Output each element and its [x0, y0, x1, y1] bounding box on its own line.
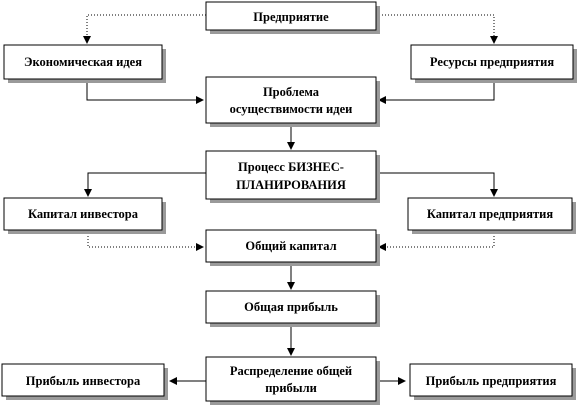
node-total-profit-label: Общая прибыль — [244, 300, 338, 314]
node-economic-idea: Экономическая идея — [3, 44, 166, 83]
node-enterprise: Предприятие — [205, 1, 380, 34]
connector-economic-idea-to-feasibility — [86, 79, 204, 104]
connector-enterprise-capital-to-total — [378, 230, 495, 251]
node-profit-distribution: Распределение общей прибыли — [205, 356, 380, 405]
node-profit-distribution-label-line-1: Распределение общей — [230, 364, 352, 378]
connector-planning-to-investor-capital — [84, 172, 206, 197]
node-profit-distribution-label-line-2: прибыли — [265, 381, 317, 395]
node-investor-capital-label: Капитал инвестора — [28, 207, 139, 221]
connector-resources-to-feasibility — [378, 79, 495, 104]
node-enterprise-profit-label: Прибыль предприятия — [426, 374, 557, 388]
node-enterprise-capital: Капитал предприятия — [407, 197, 576, 234]
connector-enterprise-to-resources — [376, 14, 498, 44]
node-investor-capital: Капитал инвестора — [3, 197, 166, 234]
node-enterprise-capital-label: Капитал предприятия — [427, 207, 554, 221]
node-enterprise-profit: Прибыль предприятия — [409, 363, 576, 400]
node-business-planning-label-line-1: Процесс БИЗНЕС- — [238, 160, 344, 174]
node-business-planning-label-line-2: ПЛАНИРОВАНИЯ — [236, 178, 346, 192]
node-feasibility-problem: Проблема осуществимости идеи — [205, 76, 380, 127]
node-total-capital-label: Общий капитал — [245, 239, 336, 253]
node-investor-profit: Прибыль инвестора — [1, 363, 168, 400]
node-feasibility-problem-label-line-1: Проблема — [263, 85, 320, 99]
node-total-profit: Общая прибыль — [205, 290, 380, 327]
node-economic-idea-label: Экономическая идея — [24, 55, 142, 69]
connector-enterprise-to-economic-idea — [83, 14, 206, 44]
node-enterprise-label: Предприятие — [253, 10, 329, 24]
node-enterprise-resources: Ресурсы предприятия — [410, 44, 577, 83]
connector-investor-capital-to-total — [87, 230, 204, 251]
connector-planning-to-enterprise-capital — [376, 172, 498, 197]
connectors — [83, 14, 498, 385]
node-feasibility-problem-label-line-2: осуществимости идеи — [230, 102, 353, 116]
node-enterprise-resources-label: Ресурсы предприятия — [430, 55, 555, 69]
node-investor-profit-label: Прибыль инвестора — [26, 374, 141, 388]
node-business-planning: Процесс БИЗНЕС- ПЛАНИРОВАНИЯ — [205, 150, 380, 203]
node-total-capital: Общий капитал — [205, 229, 380, 266]
